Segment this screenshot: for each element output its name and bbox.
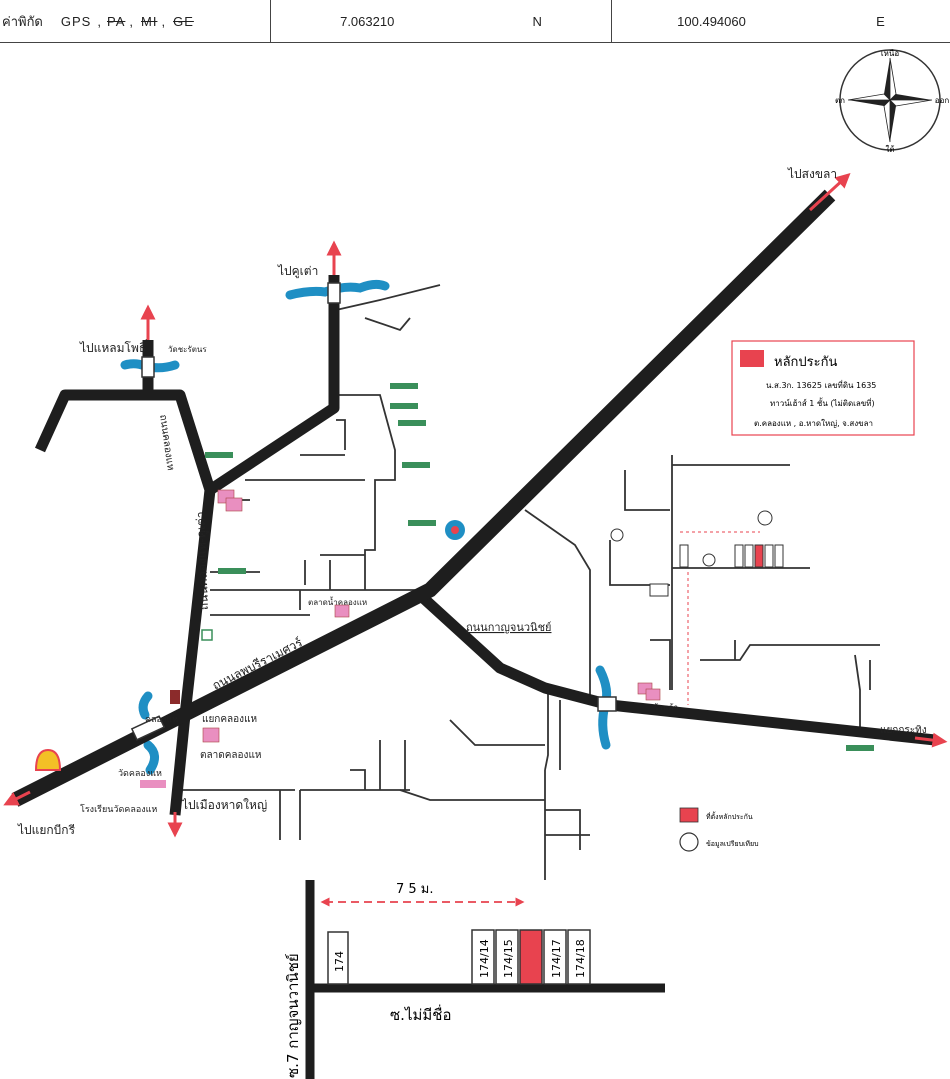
inset-unit-174-18 — [567, 929, 591, 985]
label-bang-kri: ไปแยกบีกรี — [17, 823, 76, 837]
latitude-hemisphere: N — [532, 13, 542, 29]
inset-horizontal-road-label: ซ.ไม่มีชื่อ — [390, 1004, 451, 1024]
compass-west: ตก — [835, 96, 845, 105]
separator: , — [129, 13, 133, 29]
coordinate-header: ค่าพิกัด GPS , PA , MI , GE 7.063210 N 1… — [0, 0, 950, 43]
direction-arrows — [3, 172, 948, 838]
collateral-swatch — [740, 350, 764, 367]
inset-unit-174-15 — [495, 929, 519, 985]
inset-distance-label: 7 5 ม. — [396, 882, 434, 897]
label-hoi-khong: ไปแหลมโพธิ์ — [79, 339, 148, 355]
road-label-upper: ถนนคลองแห — [157, 414, 176, 471]
road-label-vertical: ถนนคลองแห-คูเต่า — [194, 511, 212, 610]
ge-label: GE — [173, 13, 194, 29]
longitude-value: 100.494060 — [677, 13, 746, 29]
latitude-cell: 7.063210 N — [271, 0, 612, 42]
latitude-value: 7.063210 — [340, 13, 395, 29]
inset-map: 7 5 ม. 174 174/14 174/15 174/17 174/18 ซ… — [284, 880, 665, 1079]
inset-unit-174-label: 174 — [333, 951, 346, 972]
bridge-markers — [130, 282, 617, 741]
road-label-kanchanawanit: ถนนกาญจนวนิชย์ — [466, 621, 551, 634]
inset-unit-174-18-label: 174/18 — [574, 939, 587, 978]
inset-unit-174 — [327, 931, 349, 985]
bottom-legend: ที่ตั้งหลักประกัน ข้อมูลเปรียบเทียบ — [679, 807, 759, 852]
legend-collateral-location: ที่ตั้งหลักประกัน — [706, 810, 753, 821]
coordinate-label: ค่าพิกัด — [2, 13, 43, 29]
longitude-cell: 100.494060 E — [612, 0, 950, 42]
legend-title: หลักประกัน — [774, 355, 837, 370]
gps-label: GPS — [60, 13, 92, 29]
label-temple-top: วัดชะรัตนร — [168, 345, 207, 354]
pa-label: PA — [106, 13, 126, 29]
inset-unit-174-17-label: 174/17 — [550, 939, 563, 978]
inset-collateral-unit — [519, 929, 543, 985]
label-wat: วัดคลองแห — [118, 769, 162, 779]
legend-line1: น.ส.3ก. 13625 เลขที่ดิน 1635 — [766, 379, 876, 390]
highway-phetkasem — [11, 189, 836, 807]
destination-labels: ไปสงขลา ไปคูเต่า ไปแหลมโพธิ์ ไปเมืองหาดใ… — [17, 167, 927, 837]
label-school: โรงเรียนวัดคลองแห — [80, 804, 157, 815]
label-khlong-hae: คลองแห — [145, 715, 178, 725]
inset-vertical-road-label: ซ.7 กาญจนวานิชย์ — [284, 953, 302, 1078]
label-market: ตลาดคลองแห — [200, 750, 261, 761]
legend-comparison-data: ข้อมูลเปรียบเทียบ — [706, 840, 759, 848]
longitude-hemisphere: E — [876, 13, 885, 29]
compass-south: ใต้ — [885, 145, 894, 154]
mi-label: MI — [141, 13, 158, 29]
label-kanchana: แยกกระทิง — [880, 725, 927, 736]
place-labels: คลองแห แยกคลองแห ตลาดคลองแห โรงเรียนวัดค… — [80, 345, 678, 815]
label-songkhla: ไปสงขลา — [787, 167, 837, 181]
collateral-legend-box: หลักประกัน น.ส.3ก. 13625 เลขที่ดิน 1635 … — [731, 340, 915, 436]
label-khlong-hae-intersection: แยกคลองแห — [202, 714, 257, 725]
label-khuha: ไปคูเต่า — [277, 264, 318, 279]
legend-line2: ทาวน์เฮ้าส์ 1 ชั้น (ไม่ติดเลขที่) — [770, 397, 875, 408]
label-shop: ร้านค้า — [654, 703, 678, 712]
inset-unit-174-15-label: 174/15 — [502, 939, 515, 978]
inset-unit-174-14 — [471, 929, 495, 985]
collateral-detail — [610, 510, 784, 705]
label-market-small: ตลาดน้ำคลองแห — [308, 596, 367, 607]
inset-unit-174-17 — [543, 929, 567, 985]
coordinate-label-cell: ค่าพิกัด GPS , PA , MI , GE — [0, 0, 271, 42]
legend-line3: ต.คลองแห , อ.หาดใหญ่, จ.สงขลา — [754, 419, 873, 428]
label-hat-yai: ไปเมืองหาดใหญ่ — [181, 798, 267, 812]
separator: , — [97, 13, 101, 29]
inset-unit-174-14-label: 174/14 — [478, 939, 491, 978]
compass-north: เหนือ — [881, 49, 899, 58]
local-roads — [180, 284, 880, 880]
compass-icon: เหนือ ใต้ ออก ตก — [835, 49, 949, 154]
compass-east: ออก — [935, 96, 950, 105]
separator: , — [161, 13, 166, 29]
place-markers — [34, 383, 874, 788]
